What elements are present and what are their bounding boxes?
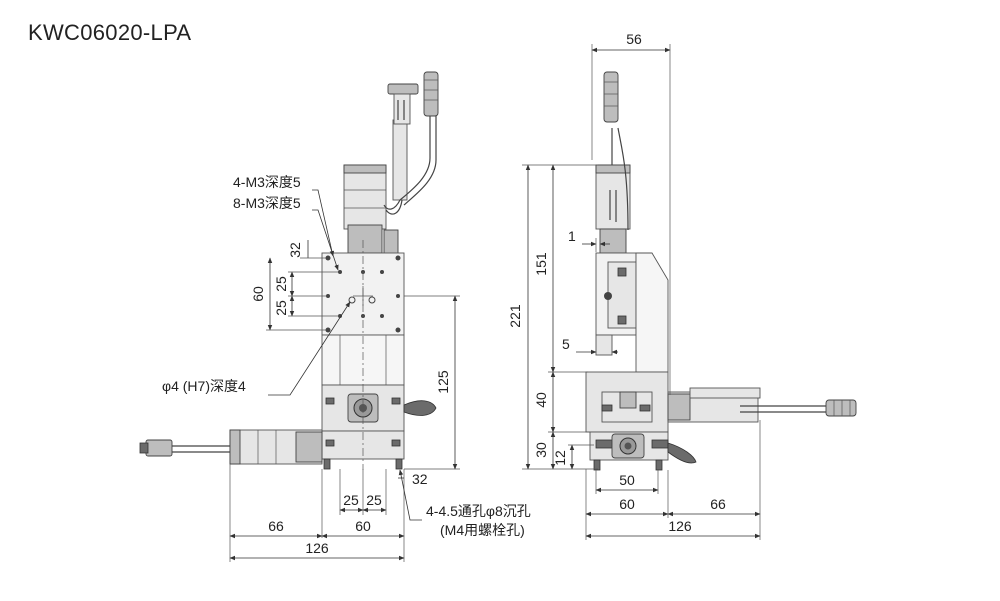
dim-side-66: 66 [710, 496, 726, 512]
dim-front-32-top: 32 [287, 242, 303, 258]
dim-side-50: 50 [619, 472, 635, 488]
dim-side-12: 12 [552, 450, 568, 466]
callout-tap-holes-1: 4-M3深度5 [233, 174, 301, 190]
callout-bolt-note: (M4用螺栓孔) [440, 522, 525, 538]
front-dimensions [229, 189, 460, 562]
dim-side-151: 151 [533, 252, 549, 276]
dim-side-1: 1 [568, 228, 576, 244]
side-view: 56 221 151 1 5 40 30 12 50 60 66 126 [507, 31, 857, 540]
dim-front-25-d: 25 [366, 492, 382, 508]
dim-front-32-bottom: 32 [412, 471, 428, 487]
dim-side-30: 30 [533, 442, 549, 458]
dim-side-221: 221 [507, 304, 523, 328]
front-view: 4-M3深度5 8-M3深度5 φ4 (H7)深度4 4-4.5通孔φ8沉孔 (… [139, 71, 531, 562]
dim-front-60-h: 60 [355, 518, 371, 534]
dim-side-60: 60 [619, 496, 635, 512]
side-dimensions [522, 44, 761, 540]
dim-side-126: 126 [668, 518, 692, 534]
dim-side-56: 56 [626, 31, 642, 47]
front-upper-motor [343, 71, 439, 255]
dim-side-40: 40 [533, 392, 549, 408]
drawing-title: KWC06020-LPA [28, 20, 192, 45]
side-upper-motor [595, 71, 631, 254]
dim-front-25-b: 25 [273, 300, 289, 316]
dim-front-60-v: 60 [250, 286, 266, 302]
front-lower-stage [139, 334, 437, 470]
side-upper-stage [595, 252, 669, 373]
dim-front-125: 125 [435, 370, 451, 394]
dim-front-126: 126 [305, 540, 329, 556]
callout-through-holes: 4-4.5通孔φ8沉孔 [426, 503, 531, 519]
dim-front-25-c: 25 [343, 492, 359, 508]
callout-tap-holes-2: 8-M3深度5 [233, 195, 301, 211]
dim-front-66: 66 [268, 518, 284, 534]
dim-front-25-a: 25 [273, 276, 289, 292]
dim-side-5: 5 [562, 336, 570, 352]
callout-pin-hole: φ4 (H7)深度4 [162, 378, 246, 394]
side-lower-stage [585, 371, 857, 471]
